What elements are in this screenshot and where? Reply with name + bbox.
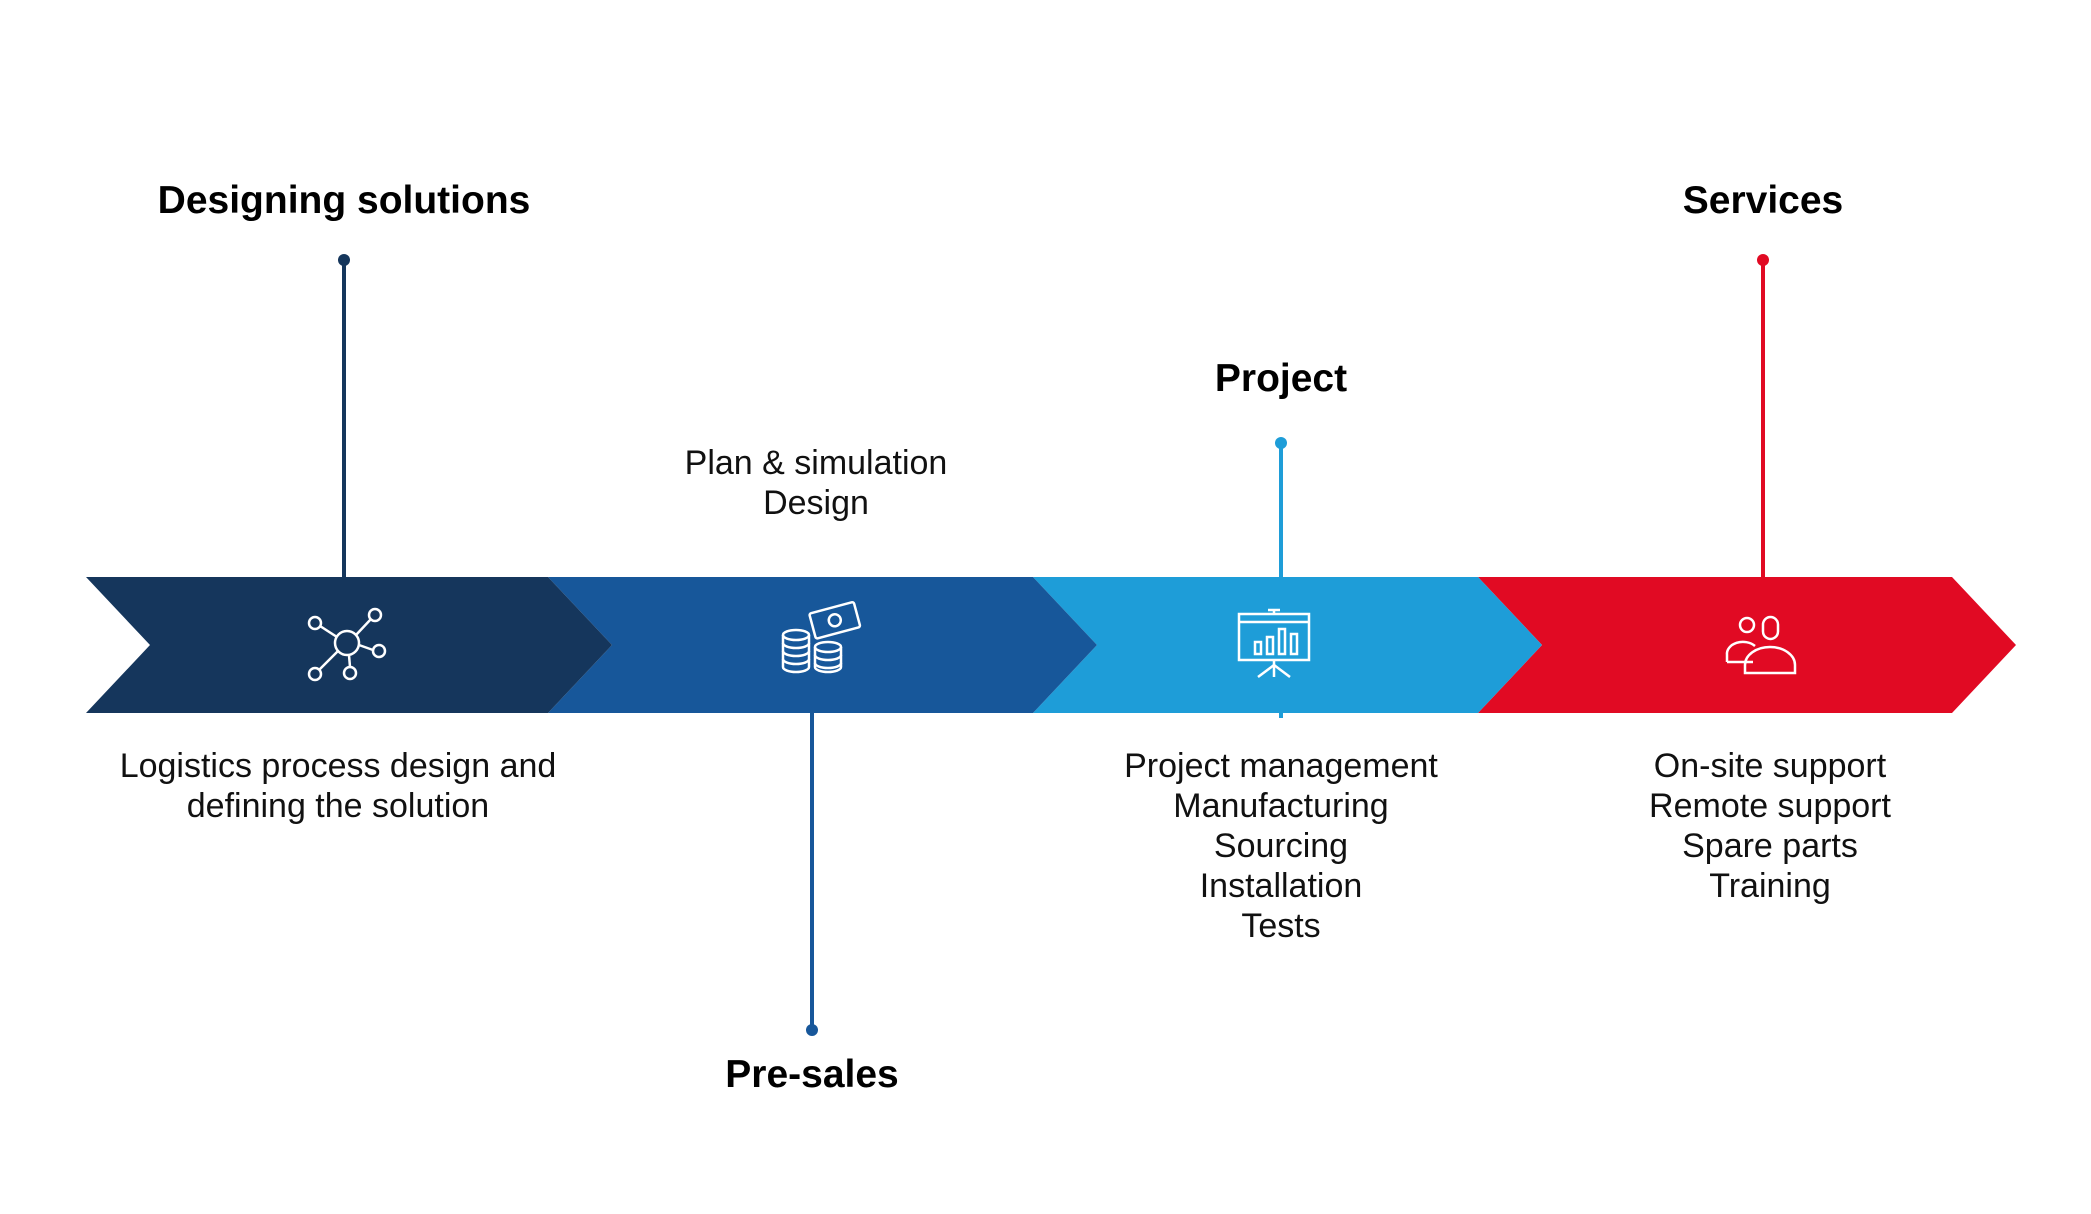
- desc-line: Manufacturing: [1173, 787, 1389, 825]
- desc-line: Tests: [1241, 907, 1321, 945]
- desc-line: defining the solution: [186, 787, 490, 825]
- stage-title-services: Services: [1682, 179, 1844, 222]
- stage-desc-designing: Logistics process design and defining th…: [120, 746, 557, 826]
- connector-services: [1757, 254, 1769, 580]
- connector-designing: [338, 254, 350, 580]
- people-icon: [1725, 615, 1797, 675]
- stage-desc-services: On-site support Remote support Spare par…: [1649, 746, 1891, 906]
- desc-line: Plan & simulation: [684, 444, 948, 482]
- desc-line: Installation: [1199, 867, 1363, 905]
- chevron-designing: [86, 577, 612, 713]
- chevron-services: [1478, 577, 2016, 713]
- desc-line: Design: [763, 484, 869, 522]
- connector-presales: [806, 700, 818, 1036]
- stage-title-presales: Pre-sales: [725, 1053, 899, 1096]
- desc-line: Project management: [1124, 747, 1438, 785]
- stage-title-project: Project: [1214, 357, 1348, 400]
- desc-line: Spare parts: [1682, 827, 1858, 865]
- network-icon: [307, 607, 387, 682]
- money-coins-icon: [781, 600, 862, 674]
- desc-line: Sourcing: [1213, 827, 1349, 865]
- chevron-presales: [548, 577, 1097, 713]
- desc-line: Logistics process design and: [119, 747, 557, 785]
- desc-line: Remote support: [1649, 787, 1891, 825]
- stage-desc-project: Project management Manufacturing Sourcin…: [1124, 746, 1438, 946]
- desc-line: Training: [1709, 867, 1831, 905]
- chevron-project: [1033, 577, 1542, 713]
- stage-title-designing: Designing solutions: [157, 179, 531, 222]
- presentation-chart-icon: [1237, 608, 1311, 678]
- stage-desc-presales: Plan & simulation Design: [685, 443, 948, 523]
- desc-line: On-site support: [1653, 747, 1887, 785]
